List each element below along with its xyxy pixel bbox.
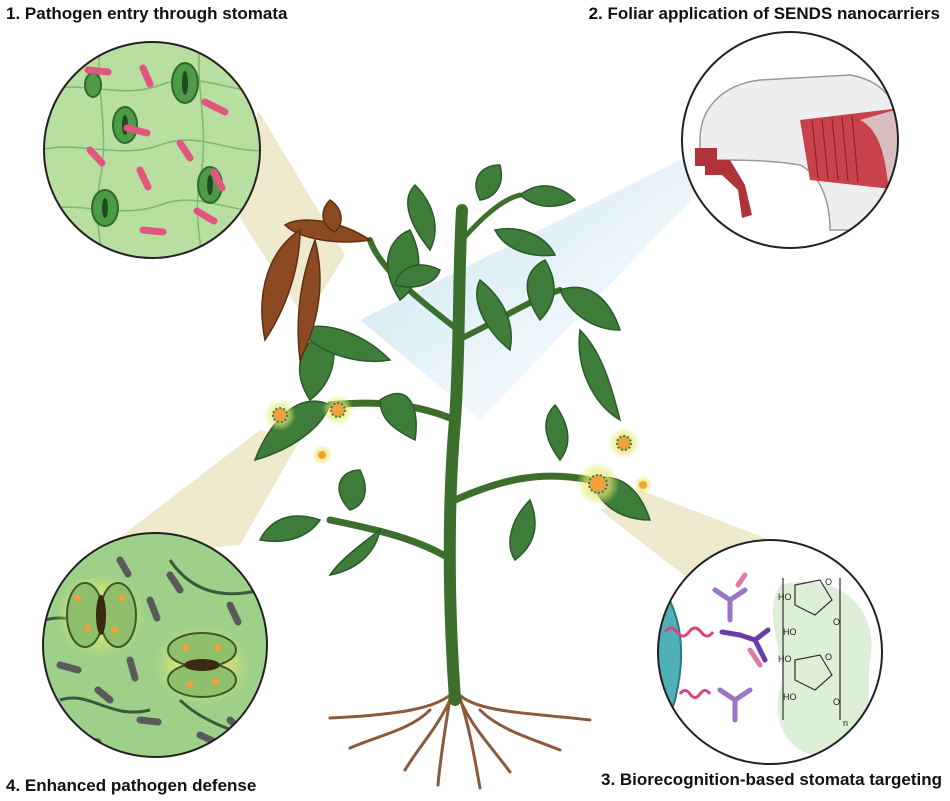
step-1-label: 1. Pathogen entry through stomata: [6, 4, 288, 23]
diseased-leaf: [261, 199, 372, 363]
chem-n: n: [843, 718, 848, 728]
chem-ho-1: HO: [778, 592, 792, 602]
pathogen-bacteria: [84, 64, 229, 236]
stoma-guard-cells: [55, 573, 250, 705]
roots: [328, 688, 592, 790]
chem-o-3: O: [825, 652, 832, 662]
inset-pathogen-defense: [42, 532, 268, 758]
chem-ho-3: HO: [778, 654, 792, 664]
chem-o-1: O: [825, 577, 832, 587]
step-2-label: 2. Foliar application of SENDS nanocarri…: [588, 4, 940, 23]
chem-o-4: O: [833, 697, 840, 707]
chem-ho-2: HO: [783, 627, 797, 637]
callout-cone-4: [90, 430, 300, 560]
plant-leaves: [253, 164, 652, 577]
step-3-label: 3. Biorecognition-based stomata targetin…: [601, 770, 942, 789]
chem-ho-4: HO: [783, 692, 797, 702]
chem-o-2: O: [833, 617, 840, 627]
step-4-label: 4. Enhanced pathogen defense: [6, 776, 257, 795]
inset-pathogen-entry: [43, 41, 261, 259]
antibodies: [712, 572, 771, 723]
inset-spray-bottle: [681, 31, 899, 249]
inset-biorecognition: HO HO HO HO O O O O n: [657, 539, 883, 765]
nanocarriers-on-leaves: [264, 394, 652, 506]
